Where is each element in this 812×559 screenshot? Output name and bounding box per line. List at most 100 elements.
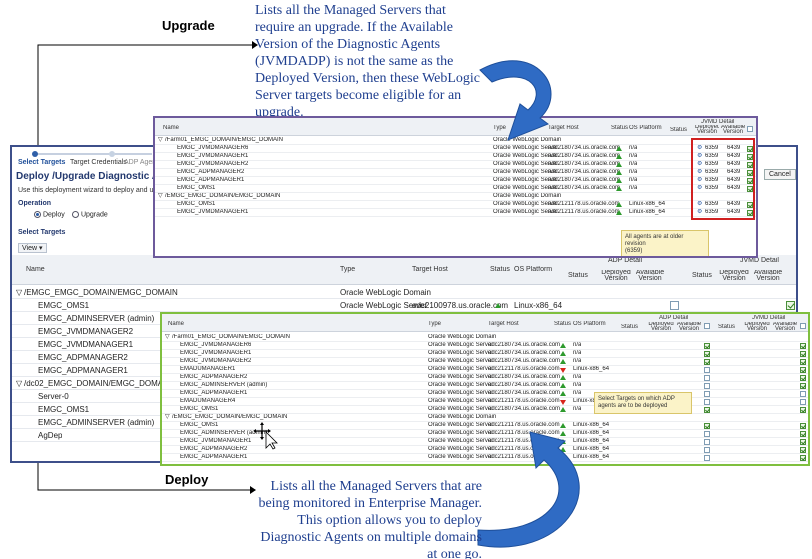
select-targets-heading: Select Targets bbox=[18, 229, 66, 236]
row-type: Oracle WebLogic Server bbox=[428, 374, 494, 380]
row-type: Oracle WebLogic Server bbox=[340, 301, 427, 310]
available-version: 6439 bbox=[727, 153, 741, 159]
row-os: n/a bbox=[573, 406, 582, 412]
row-type: Oracle WebLogic Server bbox=[428, 358, 494, 364]
adp-checkbox[interactable] bbox=[670, 301, 679, 310]
jvmd-checkbox[interactable] bbox=[800, 383, 806, 389]
view-menu[interactable]: View ▾ bbox=[18, 243, 47, 253]
step-adp-agents[interactable]: ADP Agents bbox=[124, 159, 162, 166]
adp-checkbox[interactable] bbox=[704, 367, 710, 373]
upgrade-checkbox[interactable] bbox=[747, 210, 753, 216]
jvmd-checkbox[interactable] bbox=[800, 351, 806, 357]
upgrade-checkbox[interactable] bbox=[747, 154, 753, 160]
cancel-button[interactable]: Cancel bbox=[764, 169, 796, 180]
row-name: EMGC_ADPMANAGER1 bbox=[180, 454, 248, 460]
row-host: adc2121178.us.oracle.com bbox=[548, 209, 620, 215]
row-name: EMGC_OMS1 bbox=[180, 422, 219, 428]
row-host: adc2180734.us.oracle.com bbox=[488, 374, 561, 380]
status-up-icon bbox=[616, 146, 622, 151]
jvmd-checkbox[interactable] bbox=[800, 431, 806, 437]
row-host: adc2180734.us.oracle.com bbox=[488, 350, 561, 356]
expand-icon[interactable]: ▽ bbox=[165, 334, 170, 340]
adp-checkbox[interactable] bbox=[704, 351, 710, 357]
adp-checkbox[interactable] bbox=[704, 375, 710, 381]
expand-icon[interactable]: ▽ bbox=[16, 288, 23, 297]
jvmd-checkbox[interactable] bbox=[800, 343, 806, 349]
upgrade-tooltip: All agents are at older revision (6359) bbox=[621, 230, 709, 256]
status-down-icon bbox=[560, 368, 566, 373]
row-name: EMGC_ADPMANAGER2 bbox=[180, 374, 248, 380]
upgrade-checkbox[interactable] bbox=[747, 186, 753, 192]
jvmd-checkbox[interactable] bbox=[800, 423, 806, 429]
step-select-targets[interactable]: Select Targets bbox=[18, 159, 66, 166]
expand-icon[interactable]: ▽ bbox=[16, 379, 23, 388]
adp-checkbox[interactable] bbox=[704, 447, 710, 453]
row-type: Oracle WebLogic Server bbox=[428, 366, 494, 372]
row-type: Oracle WebLogic Domain bbox=[428, 334, 497, 340]
adp-checkbox[interactable] bbox=[704, 431, 710, 437]
adp-checkbox[interactable] bbox=[704, 359, 710, 365]
row-host: adc2180734.us.oracle.com bbox=[488, 390, 561, 396]
jvmd-select-all-checkbox[interactable] bbox=[800, 323, 806, 329]
deployed-version: 6359 bbox=[705, 209, 719, 215]
row-os: n/a bbox=[629, 153, 638, 159]
row-host: adc2180734.us.oracle.com bbox=[488, 342, 561, 348]
expand-icon[interactable]: ▽ bbox=[158, 137, 163, 143]
available-version: 6439 bbox=[727, 169, 741, 175]
adp-select-all-checkbox[interactable] bbox=[704, 323, 710, 329]
jvmd-checkbox[interactable] bbox=[800, 439, 806, 445]
row-type: Oracle WebLogic Server bbox=[428, 438, 494, 444]
adp-checkbox[interactable] bbox=[704, 343, 710, 349]
select-all-checkbox[interactable] bbox=[747, 126, 753, 132]
step-target-credentials[interactable]: Target Credentials bbox=[70, 159, 127, 166]
upgrade-screenshot: Name Type Target Host Status OS Platform… bbox=[153, 116, 758, 258]
adp-checkbox[interactable] bbox=[704, 439, 710, 445]
jvmd-checkbox[interactable] bbox=[800, 407, 806, 413]
row-name: /Farm01_EMGC_DOMAIN/EMGC_DOMAIN bbox=[172, 334, 291, 340]
table-row: EMGC_ADMINSERVER (admin)Oracle WebLogic … bbox=[162, 430, 808, 438]
jvmd-checkbox[interactable] bbox=[800, 399, 806, 405]
row-type: Oracle WebLogic Server bbox=[428, 454, 494, 460]
row-type: Oracle WebLogic Server bbox=[428, 406, 494, 412]
row-os: Linux-x86_64 bbox=[573, 430, 610, 436]
jvmd-checkbox[interactable] bbox=[800, 391, 806, 397]
row-type: Oracle WebLogic Domain bbox=[428, 414, 497, 420]
row-os: n/a bbox=[573, 350, 582, 356]
row-os: Linux-x86_64 bbox=[573, 446, 610, 452]
adp-checkbox[interactable] bbox=[704, 399, 710, 405]
jvmd-checkbox[interactable] bbox=[800, 375, 806, 381]
row-type: Oracle WebLogic Server bbox=[428, 382, 494, 388]
jvmd-checkbox[interactable] bbox=[800, 447, 806, 453]
radio-empty-icon bbox=[72, 211, 79, 218]
row-name: /EMGC_EMGC_DOMAIN/EMGC_DOMAIN bbox=[24, 288, 178, 297]
status-up-icon bbox=[560, 351, 566, 356]
adp-checkbox[interactable] bbox=[704, 423, 710, 429]
version-highlight-box bbox=[691, 138, 755, 220]
adp-checkbox[interactable] bbox=[704, 383, 710, 389]
upgrade-checkbox[interactable] bbox=[747, 146, 753, 152]
adp-checkbox[interactable] bbox=[704, 391, 710, 397]
deploy-radio[interactable]: Deploy bbox=[34, 211, 65, 218]
adp-checkbox[interactable] bbox=[704, 455, 710, 461]
jvmd-checkbox[interactable] bbox=[800, 359, 806, 365]
expand-icon[interactable]: ▽ bbox=[165, 414, 170, 420]
row-os: Linux-x86_64 bbox=[629, 201, 666, 207]
row-name: EMGC_OMS1 bbox=[38, 405, 90, 414]
upgrade-checkbox[interactable] bbox=[747, 170, 753, 176]
jvmd-checkbox[interactable] bbox=[786, 301, 795, 310]
upgrade-radio[interactable]: Upgrade bbox=[72, 211, 108, 218]
status-up-icon bbox=[560, 343, 566, 348]
upgrade-checkbox[interactable] bbox=[747, 178, 753, 184]
jvmd-checkbox[interactable] bbox=[800, 455, 806, 461]
expand-icon[interactable]: ▽ bbox=[158, 193, 163, 199]
jvmd-checkbox[interactable] bbox=[800, 367, 806, 373]
status-up-icon bbox=[560, 447, 566, 452]
adp-checkbox[interactable] bbox=[704, 407, 710, 413]
upgrade-checkbox[interactable] bbox=[747, 202, 753, 208]
upgrade-checkbox[interactable] bbox=[747, 162, 753, 168]
